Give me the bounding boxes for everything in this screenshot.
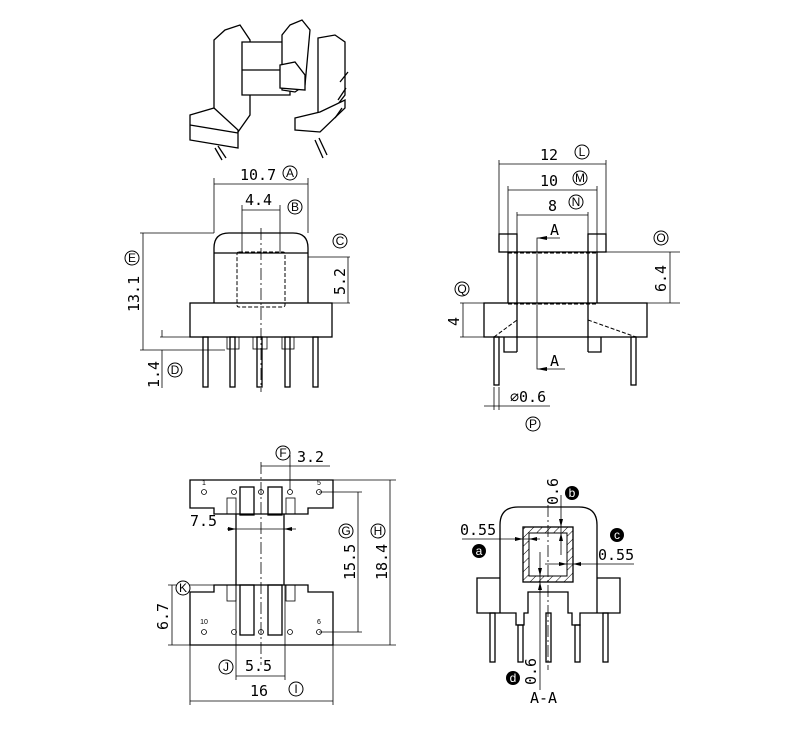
label-P-text: P bbox=[529, 417, 537, 431]
front-view: 10.7 A 4.4 B 5.2 C 13.1 E 1.4 D bbox=[124, 165, 350, 392]
label-D: D bbox=[167, 362, 183, 378]
label-K: K bbox=[175, 580, 191, 596]
label-F-text: F bbox=[279, 446, 286, 460]
label-J-text: J bbox=[223, 660, 229, 674]
isometric-view bbox=[189, 19, 349, 161]
label-c: c bbox=[610, 528, 624, 542]
dim-J-value: 5.5 bbox=[245, 657, 272, 675]
label-b: b bbox=[565, 486, 579, 500]
label-I-text: I bbox=[294, 682, 297, 696]
label-d: d bbox=[506, 671, 520, 685]
label-P: P bbox=[525, 416, 541, 432]
dim-a-value: 0.55 bbox=[460, 521, 496, 539]
label-O: O bbox=[653, 230, 669, 246]
label-M: M bbox=[572, 170, 588, 186]
dim-K-value: 6.7 bbox=[154, 603, 172, 630]
label-A-text: A bbox=[286, 166, 294, 180]
dim-b-value: 0.6 bbox=[544, 478, 562, 505]
section-pins bbox=[489, 612, 609, 663]
label-a: a bbox=[472, 544, 486, 558]
label-Q: Q bbox=[454, 281, 470, 297]
label-K-text: K bbox=[179, 581, 187, 595]
side-view: A A 12 L 10 M 8 N 6.4 O 4 Q ⌀0.6 P bbox=[445, 144, 680, 432]
bottom-view: 1 5 10 6 3.2 F 7.5 15.5 G 18.4 H 6.7 K 5… bbox=[154, 445, 396, 705]
label-I: I bbox=[288, 681, 304, 697]
label-L-text: L bbox=[579, 145, 586, 159]
pin-number-10: 10 bbox=[200, 619, 208, 626]
pin-number-5: 5 bbox=[317, 480, 321, 487]
dim-I-value: 16 bbox=[250, 682, 268, 700]
label-C-text: C bbox=[336, 234, 345, 248]
section-marker-top: A bbox=[550, 221, 559, 239]
label-O-text: O bbox=[656, 231, 665, 245]
section-marker-bottom: A bbox=[550, 352, 559, 370]
dim-F-value: 3.2 bbox=[297, 448, 324, 466]
dim-H-value: 18.4 bbox=[373, 544, 391, 580]
label-L: L bbox=[574, 144, 590, 160]
dim-Q-value: 4 bbox=[445, 317, 463, 326]
label-N: N bbox=[568, 194, 584, 210]
dim-7-5-value: 7.5 bbox=[190, 512, 217, 530]
label-B-text: B bbox=[291, 200, 299, 214]
label-G: G bbox=[338, 523, 354, 539]
label-F: F bbox=[275, 445, 291, 461]
dim-O-value: 6.4 bbox=[652, 265, 670, 292]
label-H-text: H bbox=[374, 524, 383, 538]
pin-number-6: 6 bbox=[317, 619, 321, 626]
label-E-text: E bbox=[128, 251, 136, 265]
label-D-text: D bbox=[171, 363, 180, 377]
dim-C-value: 5.2 bbox=[331, 268, 349, 295]
section-title: A-A bbox=[530, 689, 557, 707]
dim-M-value: 10 bbox=[540, 172, 558, 190]
dim-P-value: ⌀0.6 bbox=[510, 388, 546, 406]
label-A: A bbox=[282, 165, 298, 181]
label-a-text: a bbox=[476, 544, 483, 558]
dim-G-value: 15.5 bbox=[341, 544, 359, 580]
dim-E-value: 13.1 bbox=[125, 276, 143, 312]
pin-number-1: 1 bbox=[202, 480, 206, 487]
label-B: B bbox=[287, 199, 303, 215]
label-Q-text: Q bbox=[457, 282, 466, 296]
dim-d-value: 0.6 bbox=[522, 658, 540, 685]
front-pins bbox=[202, 336, 319, 388]
label-d-text: d bbox=[510, 671, 517, 685]
label-E: E bbox=[124, 250, 140, 266]
dim-A-value: 10.7 bbox=[240, 166, 276, 184]
label-N-text: N bbox=[572, 195, 581, 209]
label-H: H bbox=[370, 523, 386, 539]
label-c-text: c bbox=[614, 528, 620, 542]
label-b-text: b bbox=[569, 486, 576, 500]
dim-L-value: 12 bbox=[540, 146, 558, 164]
label-C: C bbox=[332, 233, 348, 249]
dim-B-value: 4.4 bbox=[245, 191, 272, 209]
label-M-text: M bbox=[575, 171, 585, 185]
section-view: 0.55 a 0.6 b 0.55 c 0.6 d A-A bbox=[460, 478, 634, 707]
label-J: J bbox=[218, 659, 234, 675]
pin-holes bbox=[201, 489, 322, 635]
dim-c-value: 0.55 bbox=[598, 546, 634, 564]
label-G-text: G bbox=[341, 524, 350, 538]
dim-N-value: 8 bbox=[548, 197, 557, 215]
dim-D-value: 1.4 bbox=[145, 361, 163, 388]
